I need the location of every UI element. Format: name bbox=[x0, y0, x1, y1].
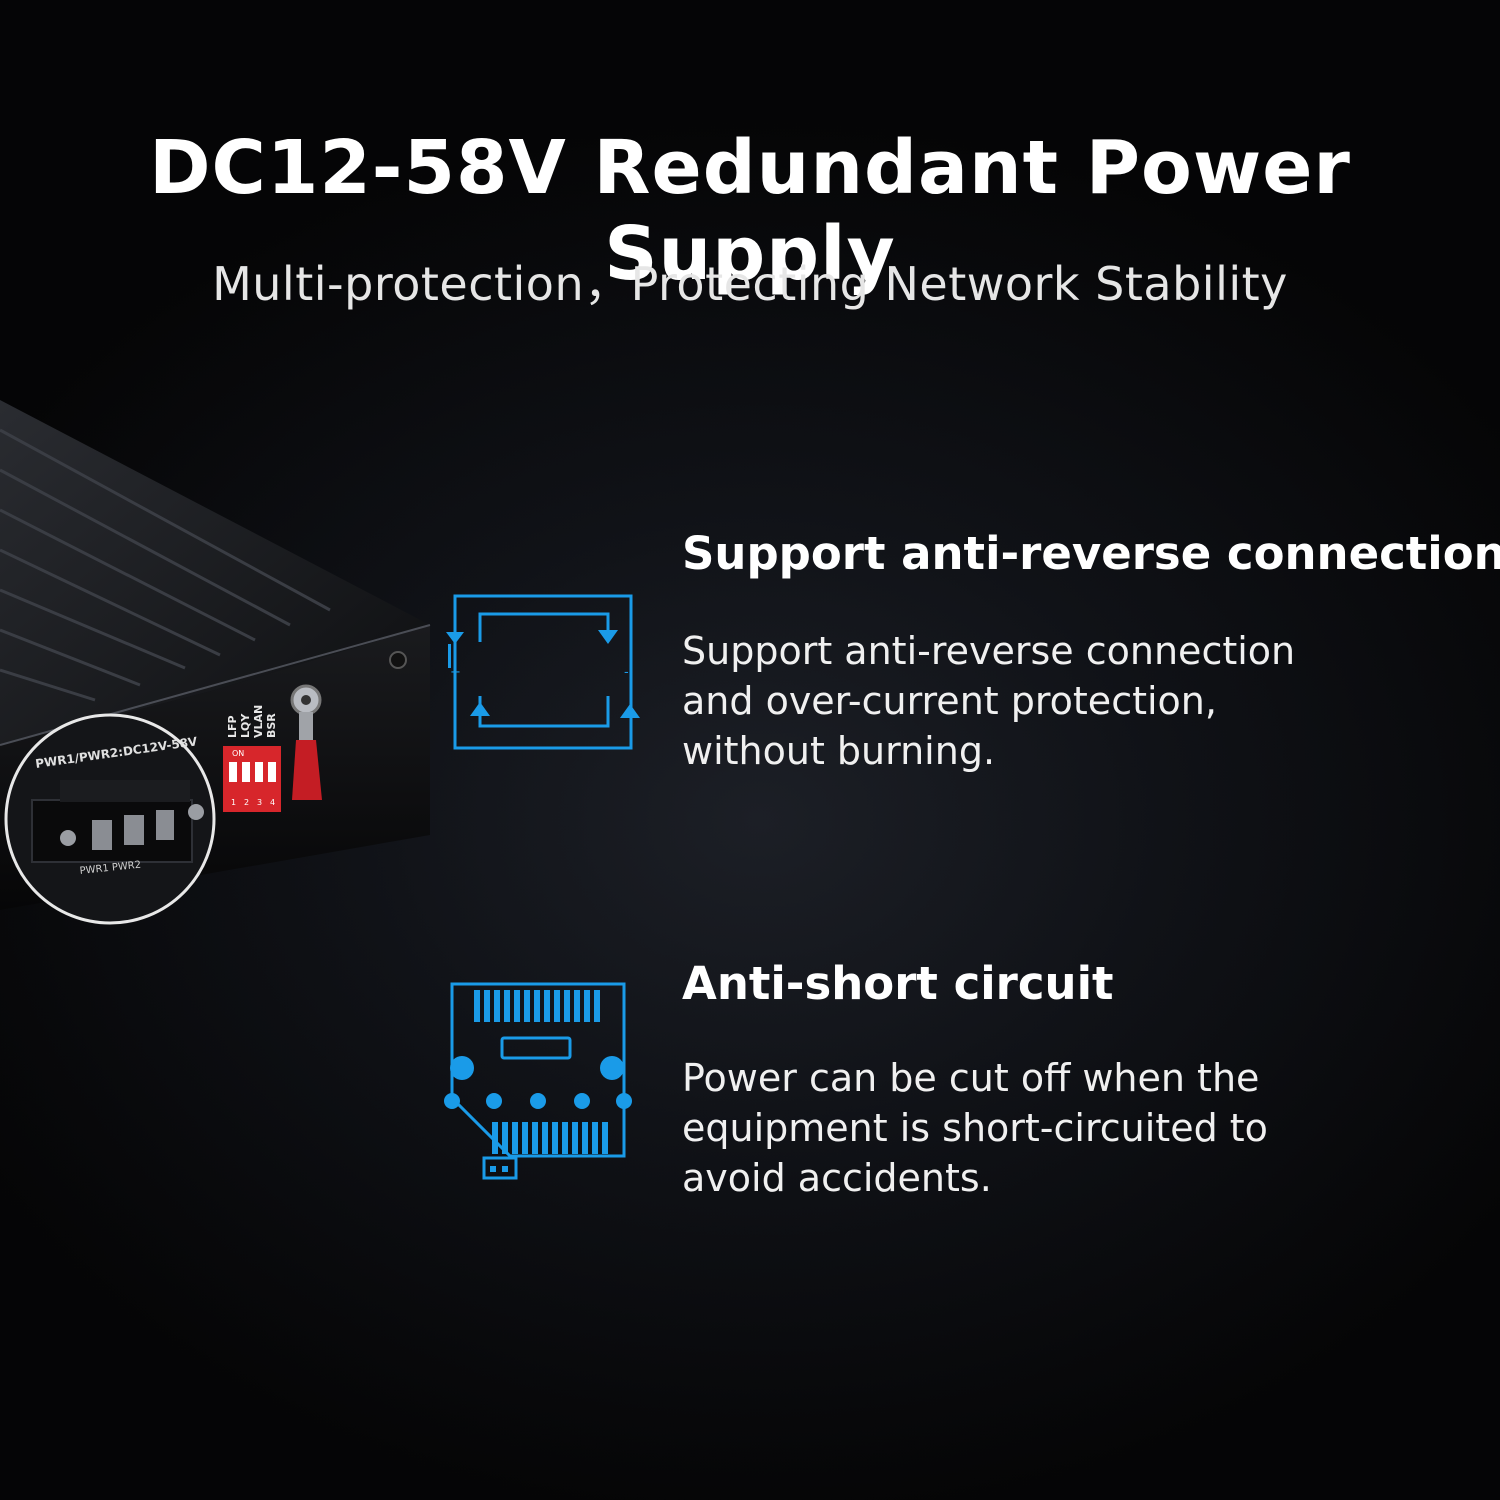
description-line: equipment is short-circuited to bbox=[682, 1106, 1268, 1150]
dip-number: 1 bbox=[231, 798, 236, 807]
dip-on-label: ON bbox=[232, 749, 244, 758]
dip-number: 4 bbox=[270, 798, 275, 807]
dip-number: 3 bbox=[257, 798, 262, 807]
description-line: and over-current protection, bbox=[682, 679, 1217, 723]
feature-description-anti-reverse: Support anti-reverse connection and over… bbox=[682, 626, 1442, 776]
dip-label: LFP bbox=[226, 715, 239, 738]
dip-label: LQY bbox=[239, 713, 252, 738]
svg-text:+: + bbox=[450, 665, 461, 680]
switch-device-image: ON 1 2 3 4 LFP LQY VLAN BSR PWR1/PWR2:DC… bbox=[0, 400, 431, 925]
page-subtitle: Multi-protection，Protecting Network Stab… bbox=[212, 257, 1288, 311]
description-line: Support anti-reverse connection bbox=[682, 629, 1296, 673]
description-line: without burning. bbox=[682, 729, 996, 773]
feature-description-anti-short: Power can be cut off when the equipment … bbox=[682, 1053, 1442, 1203]
description-line: avoid accidents. bbox=[682, 1156, 992, 1200]
anti-reverse-icon: + - bbox=[446, 594, 640, 750]
circuit-board-icon bbox=[444, 982, 632, 1180]
page-title: DC12-58V Redundant Power Supply bbox=[149, 125, 1351, 297]
dip-number: 2 bbox=[244, 798, 249, 807]
svg-text:-: - bbox=[624, 665, 629, 680]
feature-heading-anti-reverse: Support anti-reverse connection bbox=[682, 527, 1500, 580]
feature-heading-anti-short: Anti-short circuit bbox=[682, 957, 1114, 1010]
description-line: Power can be cut off when the bbox=[682, 1056, 1260, 1100]
dip-label: BSR bbox=[265, 713, 278, 738]
dip-label: VLAN bbox=[252, 705, 265, 738]
